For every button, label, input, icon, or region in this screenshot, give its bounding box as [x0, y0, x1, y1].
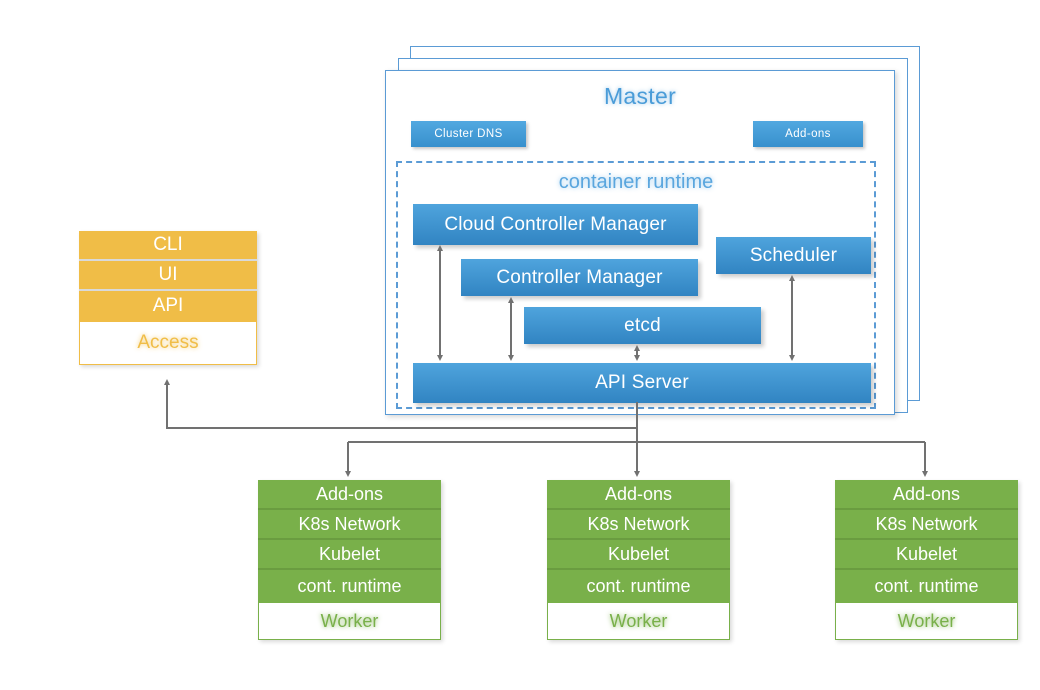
worker-2-row-kubelet[interactable]: Kubelet [547, 540, 730, 570]
component-controller-manager[interactable]: Controller Manager [461, 259, 698, 296]
component-scheduler[interactable]: Scheduler [716, 237, 871, 274]
component-etcd-label: etcd [624, 314, 661, 336]
access-stack[interactable]: CLI UI API Access [79, 231, 257, 365]
access-row-cli-label: CLI [153, 234, 183, 255]
worker-node-3[interactable]: Add-ons K8s Network Kubelet cont. runtim… [835, 480, 1018, 640]
container-runtime-title: container runtime [558, 171, 714, 193]
worker-1-row-add-ons[interactable]: Add-ons [258, 480, 441, 510]
worker-2-footer-label: Worker [547, 602, 730, 640]
access-row-ui[interactable]: UI [79, 261, 257, 291]
worker-1-row-k8s-network-label: K8s Network [298, 513, 401, 534]
worker-node-1[interactable]: Add-ons K8s Network Kubelet cont. runtim… [258, 480, 441, 640]
worker-3-row-add-ons-label: Add-ons [892, 483, 961, 504]
component-api-server-label: API Server [595, 372, 689, 393]
access-footer-label: Access [79, 321, 257, 365]
worker-2-row-cont-runtime-label: cont. runtime [586, 575, 691, 596]
worker-2-row-add-ons-label: Add-ons [604, 483, 673, 504]
component-controller-manager-label: Controller Manager [496, 266, 663, 288]
badge-cluster-dns-label: Cluster DNS [434, 128, 503, 140]
component-etcd[interactable]: etcd [524, 307, 761, 344]
worker-2-footer-text: Worker [609, 610, 668, 631]
worker-3-row-kubelet-label: Kubelet [895, 543, 958, 564]
worker-3-row-kubelet[interactable]: Kubelet [835, 540, 1018, 570]
worker-1-footer-text: Worker [320, 610, 379, 631]
master-title: Master [603, 83, 677, 109]
master-node-panel[interactable]: Master Cluster DNS Add-ons container run… [385, 70, 895, 415]
worker-3-row-add-ons[interactable]: Add-ons [835, 480, 1018, 510]
worker-1-row-kubelet[interactable]: Kubelet [258, 540, 441, 570]
worker-2-row-cont-runtime[interactable]: cont. runtime [547, 570, 730, 602]
worker-2-row-k8s-network-label: K8s Network [587, 513, 690, 534]
badge-add-ons-label: Add-ons [785, 128, 831, 140]
badge-cluster-dns[interactable]: Cluster DNS [411, 121, 526, 147]
badge-add-ons[interactable]: Add-ons [753, 121, 863, 147]
worker-3-row-k8s-network[interactable]: K8s Network [835, 510, 1018, 540]
worker-1-row-kubelet-label: Kubelet [318, 543, 381, 564]
access-footer-text: Access [137, 332, 199, 353]
worker-3-row-cont-runtime[interactable]: cont. runtime [835, 570, 1018, 602]
worker-3-row-cont-runtime-label: cont. runtime [874, 575, 979, 596]
worker-3-footer-label: Worker [835, 602, 1018, 640]
component-api-server[interactable]: API Server [413, 363, 871, 403]
access-row-api[interactable]: API [79, 291, 257, 321]
worker-2-row-add-ons[interactable]: Add-ons [547, 480, 730, 510]
worker-node-2[interactable]: Add-ons K8s Network Kubelet cont. runtim… [547, 480, 730, 640]
component-scheduler-label: Scheduler [749, 244, 838, 266]
worker-3-row-k8s-network-label: K8s Network [875, 513, 978, 534]
worker-2-row-kubelet-label: Kubelet [607, 543, 670, 564]
component-cloud-controller-manager-label: Cloud Controller Manager [444, 213, 667, 235]
worker-1-row-cont-runtime[interactable]: cont. runtime [258, 570, 441, 602]
access-row-ui-label: UI [158, 264, 178, 285]
access-row-cli[interactable]: CLI [79, 231, 257, 261]
worker-2-row-k8s-network[interactable]: K8s Network [547, 510, 730, 540]
component-cloud-controller-manager[interactable]: Cloud Controller Manager [413, 204, 698, 245]
worker-1-footer-label: Worker [258, 602, 441, 640]
worker-3-footer-text: Worker [897, 610, 956, 631]
worker-1-row-add-ons-label: Add-ons [315, 483, 384, 504]
access-row-api-label: API [152, 295, 184, 316]
worker-1-row-cont-runtime-label: cont. runtime [297, 575, 402, 596]
worker-1-row-k8s-network[interactable]: K8s Network [258, 510, 441, 540]
